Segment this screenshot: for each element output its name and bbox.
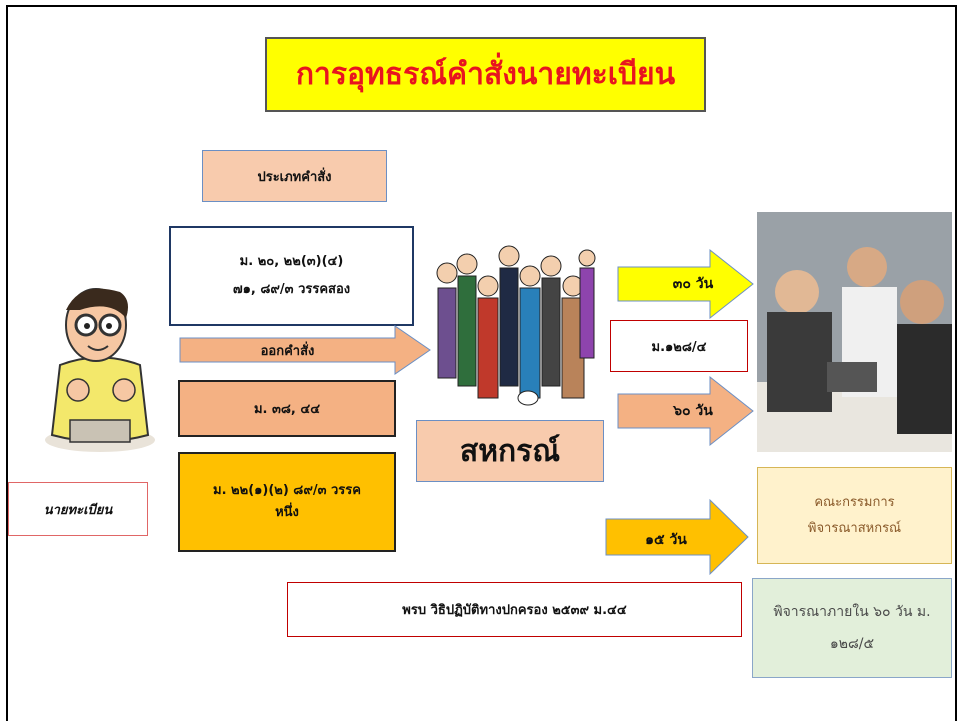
consider-within-60-days-box: พิจารณาภายใน ๖๐ วัน ม. ๑๒๘/๕ [752,578,952,678]
issue-order-arrow-shape [179,325,431,375]
fifteen-days-arrow: ๑๕ วัน [605,498,749,576]
consider-line1: พิจารณาภายใน ๖๐ วัน ม. [773,604,931,620]
consider-line2: ๑๒๘/๕ [829,636,875,652]
law-box-2: ม. ๓๘, ๔๔ [178,380,396,437]
law-box-3-line1: ม. ๒๒(๑)(๒) ๘๙/๓ วรรค [213,483,361,498]
meeting-photo-illustration [757,212,952,452]
committee-line1: คณะกรรมการ [814,494,895,510]
registrar-label: นายทะเบียน [8,482,148,536]
thirty-days-arrow: ๓๐ วัน [617,248,754,320]
slide-frame [6,5,957,721]
admin-procedure-act-box: พรบ วิธิปฏิบัติทางปกครอง ๒๕๓๙ ม.๔๔ [287,582,742,637]
law-box-3-line2: หนึ่ง [275,505,299,520]
section-128-4-box: ม.๑๒๘/๔ [610,320,748,372]
issue-order-arrow: ออกคำสั่ง [179,325,431,375]
law-box-1-line2: ๗๑, ๘๙/๓ วรรคสอง [232,282,351,297]
committee-line2: พิจารณาสหกรณ์ [807,520,902,536]
committee-box: คณะกรรมการ พิจารณาสหกรณ์ [757,467,952,564]
registrar-cartoon-image [45,288,155,452]
law-box-1: ม. ๒๐, ๒๒(๓)(๔) ๗๑, ๘๙/๓ วรรคสอง [169,226,414,326]
law-box-3: ม. ๒๒(๑)(๒) ๘๙/๓ วรรค หนึ่ง [178,452,396,552]
fifteen-days-label: ๑๕ วัน [645,532,687,548]
issue-order-label: ออกคำสั่ง [260,343,315,359]
slide-title: การอุทธรณ์คำสั่งนายทะเบียน [265,37,706,112]
sixty-days-label: ๖๐ วัน [673,403,713,419]
thirty-days-label: ๓๐ วัน [672,276,714,292]
thirty-days-arrow-shape [617,248,754,320]
fifteen-days-arrow-shape [605,498,749,576]
law-box-1-line1: ม. ๒๐, ๒๒(๓)(๔) [239,254,344,269]
sixty-days-arrow: ๖๐ วัน [617,375,754,447]
order-type-box: ประเภทคำสั่ง [202,150,387,202]
sixty-days-arrow-shape [617,375,754,447]
cooperative-members-image [436,245,596,406]
cooperative-box: สหกรณ์ [416,420,604,482]
meeting-photo [757,212,952,452]
